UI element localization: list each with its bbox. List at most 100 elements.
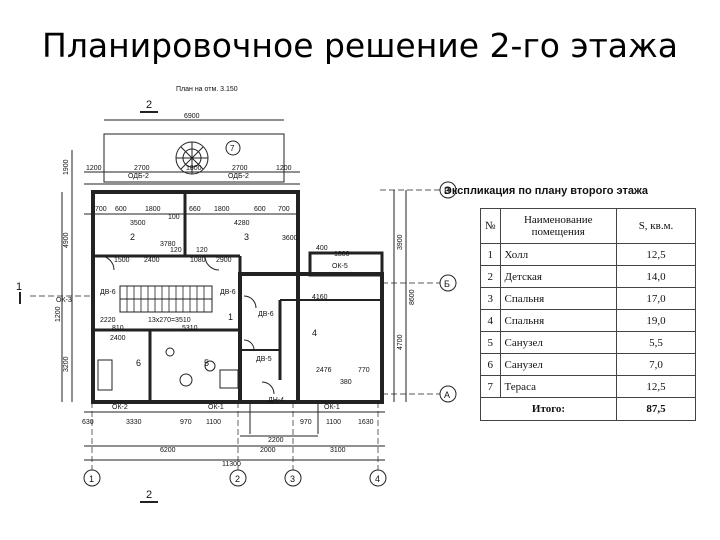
table-row: 1 Холл 12,5 [480, 243, 696, 266]
row-number: 1 [480, 243, 501, 266]
section-mark-top: 2 [146, 99, 152, 111]
row-name: Тераса [499, 375, 617, 398]
row-name: Холл [499, 243, 617, 266]
door-dv5: ДВ-5 [256, 356, 272, 363]
dim-mid-0: 3500 [130, 220, 146, 227]
dim-bottom-4: 970 [300, 419, 312, 426]
dim-mid-6: 120 [170, 247, 182, 254]
door-dv6-b: ДВ-6 [220, 289, 236, 296]
dim-top-1: 1200 [86, 165, 102, 172]
dim-inner-5: 600 [254, 206, 266, 213]
dim-small-10: 3600 [282, 235, 298, 242]
plan-caption: План на отм. 3.150 [176, 86, 238, 93]
row-number: 4 [480, 309, 501, 332]
col-area-header: S, кв.м. [616, 208, 696, 244]
dim-left-2: 1200 [55, 306, 62, 322]
room-number-5: 5 [204, 358, 209, 368]
total-label: Итого: [480, 397, 617, 421]
side-mark: 1 [16, 281, 22, 293]
table-row: 6 Санузел 7,0 [480, 353, 696, 376]
row-area: 12,5 [616, 375, 696, 398]
row-area: 14,0 [616, 265, 696, 288]
axis-label-3: 3 [290, 474, 295, 484]
axis-label-v: В [444, 186, 450, 196]
row-name: Спальня [499, 287, 617, 310]
dim-small-3: 1800 [334, 251, 350, 258]
table-row: 3 Спальня 17,0 [480, 287, 696, 310]
room-number-4: 4 [312, 328, 317, 338]
dim-left-1: 4900 [63, 232, 70, 248]
dim-small-7: 810 [112, 325, 124, 332]
explication-table: № Наименование помещения S, кв.м. 1 Холл… [480, 208, 696, 421]
explication-title: Экспликация по плану второго этажа [444, 185, 649, 197]
row-name: Детская [499, 265, 617, 288]
row-area: 19,0 [616, 309, 696, 332]
row-number: 6 [480, 353, 501, 376]
dim-inner-2: 1800 [145, 206, 161, 213]
dim-bottom2-2: 3100 [330, 447, 346, 454]
room-number-6: 6 [136, 358, 141, 368]
row-area: 12,5 [616, 243, 696, 266]
dim-mid-2: 1500 [114, 257, 130, 264]
door-dn4: ДН-4 [268, 397, 284, 404]
axis-bubble-1 [83, 469, 101, 487]
dim-inner-4: 1800 [214, 206, 230, 213]
col-number-header: № [480, 208, 501, 244]
row-area: 17,0 [616, 287, 696, 310]
terrace-room-number: 7 [230, 144, 235, 153]
stair-label: 13х270=3510 [148, 317, 191, 324]
dim-small-12: 770 [358, 367, 370, 374]
dim-bottom-1: 3330 [126, 419, 142, 426]
window-ok1-left: ОК-1 [208, 404, 224, 411]
axis-bubble-b [439, 274, 457, 292]
dim-bottom2-4: 11300 [222, 461, 241, 468]
dim-small-0: 100 [168, 214, 180, 221]
row-name: Санузел [499, 331, 617, 354]
door-dv6-c: ДВ-6 [258, 311, 274, 318]
window-ok1-right: ОК-1 [324, 404, 340, 411]
row-name: Спальня [499, 309, 617, 332]
axis-label-b: Б [444, 279, 450, 289]
dim-right-2: 4700 [397, 334, 404, 350]
dim-inner-1: 600 [115, 206, 127, 213]
dim-inner-3: 660 [189, 206, 201, 213]
door-dv6-a: ДВ-6 [100, 289, 116, 296]
row-area: 5,5 [616, 331, 696, 354]
page-title: Планировочное решение 2-го этажа [42, 26, 678, 65]
dim-left-3: 3200 [63, 356, 70, 372]
axis-label-4: 4 [375, 474, 380, 484]
window-odb2-right: ОДБ-2 [228, 173, 249, 180]
dim-mid-4: 1080 [190, 257, 206, 264]
explication-header-row: № Наименование помещения S, кв.м. [480, 208, 696, 244]
dim-small-9: 3780 [160, 241, 176, 248]
row-number: 3 [480, 287, 501, 310]
dim-right-0: 3900 [397, 234, 404, 250]
axis-label-a: А [444, 390, 450, 400]
dim-inner-6: 700 [278, 206, 290, 213]
dim-mid-5: 2900 [216, 257, 232, 264]
dim-bottom-5: 1100 [326, 419, 341, 426]
dim-top-5: 1200 [276, 165, 292, 172]
room-number-1: 1 [228, 312, 233, 322]
axis-bubble-4 [369, 469, 387, 487]
window-ok2: ОК-2 [112, 404, 128, 411]
dim-inner-0: 700 [95, 206, 107, 213]
bay-ok5 [308, 251, 384, 277]
dim-right-1: 8600 [409, 289, 416, 305]
table-row: 2 Детская 14,0 [480, 265, 696, 288]
row-area: 7,0 [616, 353, 696, 376]
row-number: 7 [480, 375, 501, 398]
dim-bottom2-3: 6200 [160, 447, 176, 454]
window-odb2-left: ОДБ-2 [128, 173, 149, 180]
dim-small-2: 400 [316, 245, 328, 252]
dim-left-0: 1900 [63, 159, 70, 175]
dim-bottom-2: 970 [180, 419, 192, 426]
axis-bubble-a [439, 385, 457, 403]
table-row: 5 Санузел 5,5 [480, 331, 696, 354]
dim-small-13: 380 [340, 379, 352, 386]
dim-small-4: 4160 [312, 294, 328, 301]
row-name: Санузел [499, 353, 617, 376]
table-row: 7 Тераса 12,5 [480, 375, 696, 398]
room-number-2: 2 [130, 232, 135, 242]
